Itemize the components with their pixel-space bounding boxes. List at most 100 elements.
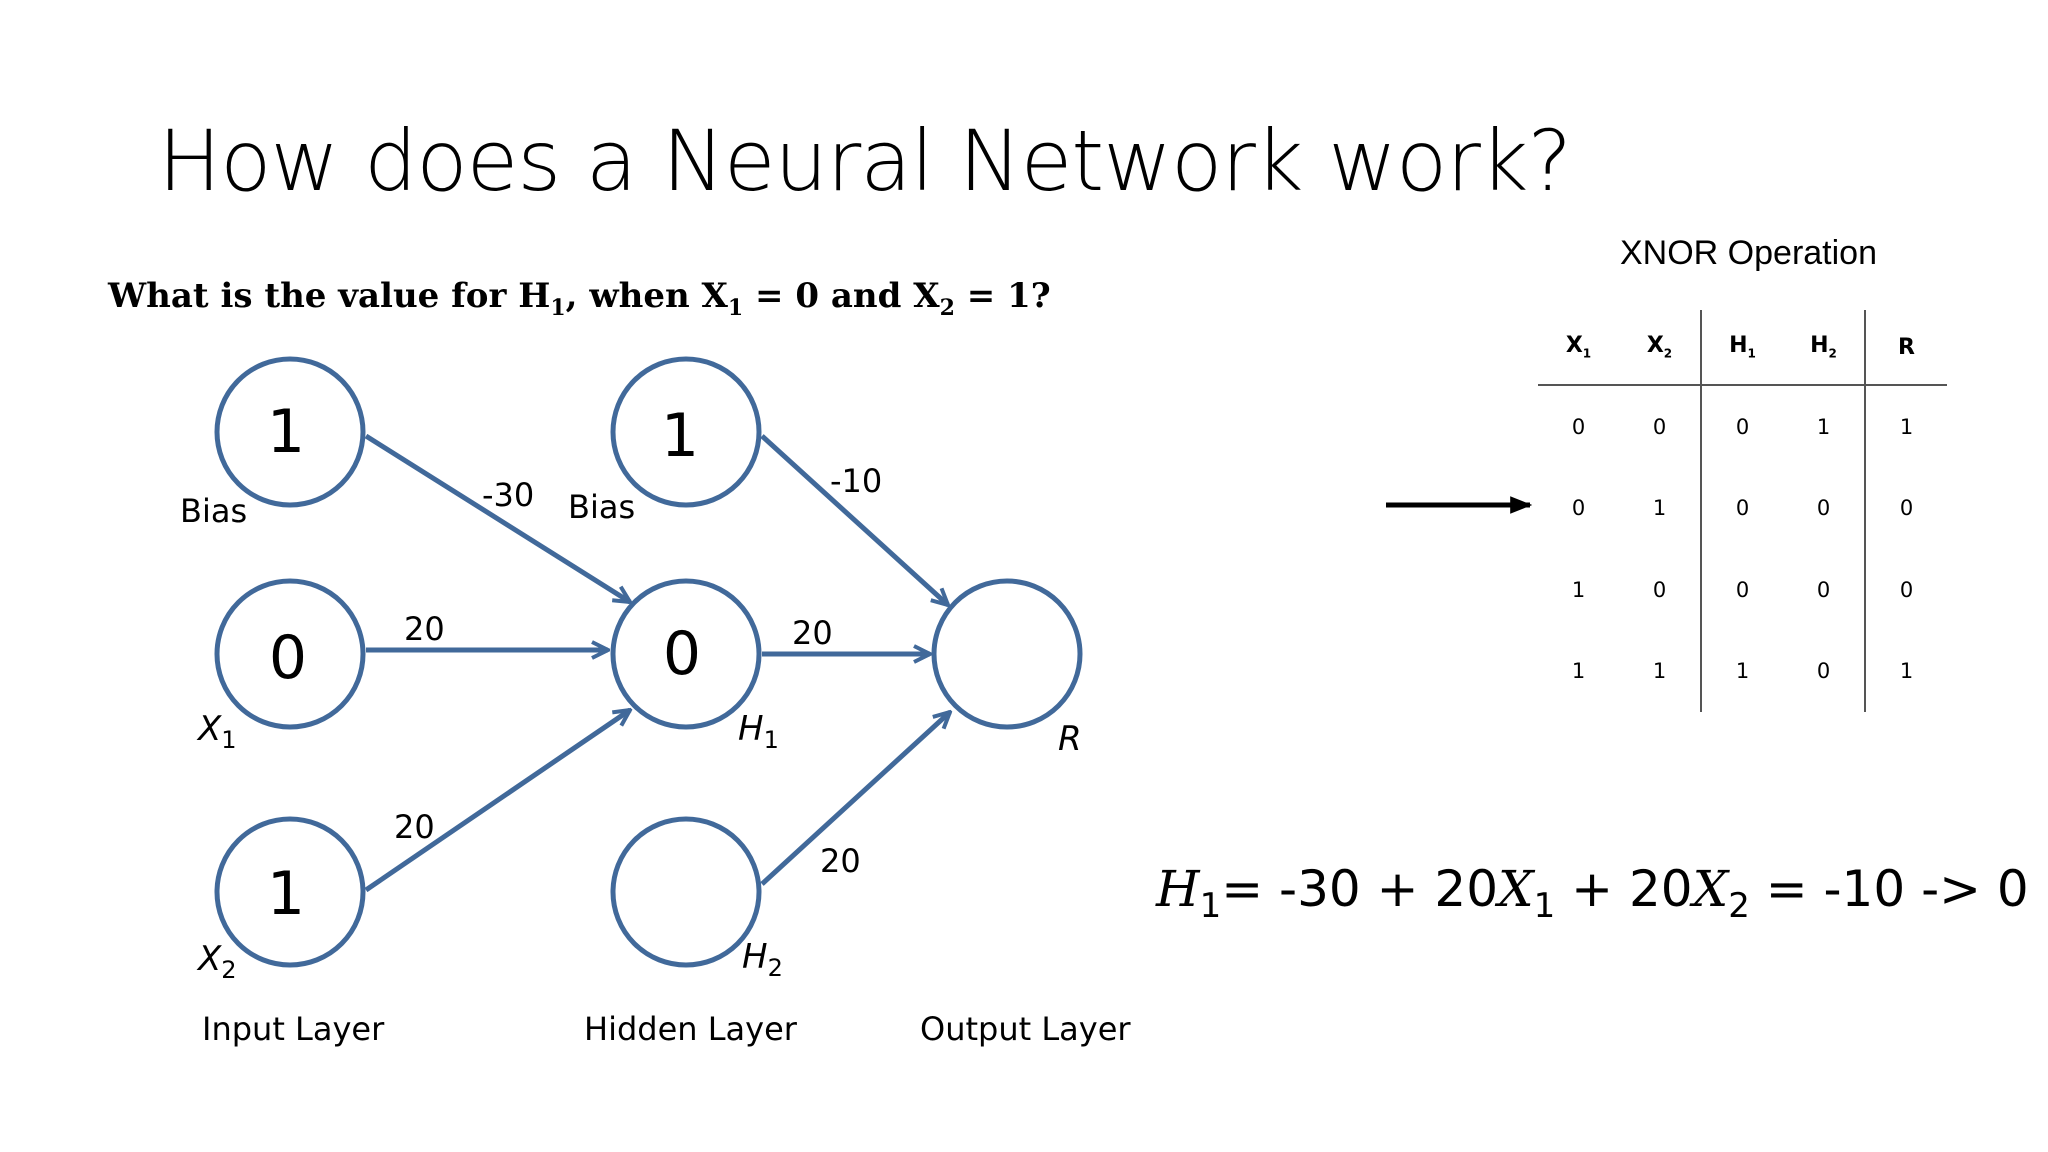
xnor-header-h2-name: H: [1810, 333, 1829, 359]
weight-h2-to-r: 20: [820, 842, 861, 880]
table-cell: 0: [1652, 577, 1667, 602]
edge-bias-to-h1: [364, 433, 630, 602]
xnor-header-x2-name: X: [1646, 333, 1664, 359]
label-x2-sub: 2: [221, 956, 236, 984]
label-x1-var: X: [196, 709, 222, 749]
table-cell: 0: [1783, 630, 1866, 712]
table-cell: 0: [1783, 467, 1866, 549]
label-h1: H1: [738, 709, 779, 754]
node-x1: [214, 578, 366, 730]
node-h2: [610, 816, 762, 968]
label-x1: X1: [196, 709, 237, 754]
label-h2-var: H: [742, 937, 768, 977]
xnor-header-h1-sub: 1: [1747, 346, 1756, 361]
question-mid1: , when X: [565, 276, 728, 316]
xnor-header-x1-name: X: [1565, 333, 1583, 359]
question-h-sub: 1: [550, 294, 566, 321]
label-h1-var: H: [738, 709, 764, 749]
table-cell: 0: [1700, 467, 1783, 549]
formula-result: = -10 -> 0: [1749, 860, 2029, 918]
node-x2-value: 1: [267, 859, 305, 929]
question-x1-sub: 1: [727, 294, 744, 321]
formula-v2-sub: 2: [1728, 886, 1750, 926]
formula-v1: X: [1498, 860, 1534, 918]
label-h2: H2: [742, 937, 783, 982]
table-cell: 1: [1571, 659, 1586, 684]
question-suffix: = 1?: [954, 276, 1051, 316]
table-cell: 0: [1783, 549, 1866, 631]
weight-bias-to-h1: -30: [482, 476, 534, 514]
weight-h1-to-r: 20: [792, 614, 833, 652]
node-hidden-bias-value: 1: [661, 401, 699, 471]
xnor-title: XNOR Operation: [1620, 234, 1877, 272]
xnor-header-row: X1 X2 H1 H2 R: [1538, 310, 1947, 386]
layer-label-output: Output Layer: [920, 1010, 1131, 1048]
node-h1: [610, 578, 762, 730]
xnor-header-r-name: R: [1898, 334, 1915, 360]
node-r: [931, 578, 1083, 730]
table-cell: 1: [1652, 496, 1667, 521]
table-row: 1 1 1 0 1: [1538, 630, 1947, 712]
question-text: What is the value for H1, when X1 = 0 an…: [108, 276, 1051, 321]
formula-part2: + 20: [1555, 860, 1693, 918]
table-cell: 0: [1700, 549, 1783, 631]
question-x2-sub: 2: [939, 294, 955, 321]
layer-label-input: Input Layer: [202, 1010, 385, 1048]
edge-hbias-to-r: [760, 434, 948, 605]
table-cell: 1: [1700, 630, 1783, 712]
xnor-header-h1: H1: [1700, 310, 1783, 386]
weight-x2-to-h1: 20: [394, 808, 435, 846]
table-row: 1 0 0 0 0: [1538, 549, 1947, 631]
question-prefix: What is the value for H: [108, 276, 551, 316]
xnor-header-x2: X2: [1619, 310, 1701, 386]
node-h1-value: 0: [663, 619, 701, 689]
label-x2: X2: [196, 939, 237, 984]
formula-lhs-sub: 1: [1199, 886, 1222, 926]
table-row-highlighted: 0 1 0 0 0: [1538, 467, 1947, 549]
table-cell: 1: [1652, 659, 1667, 684]
node-input-bias: [214, 356, 366, 508]
slide-title: How does a Neural Network work?: [158, 112, 1572, 210]
xnor-header-h2-sub: 2: [1828, 346, 1837, 361]
formula-v2: X: [1692, 860, 1729, 918]
label-x2-var: X: [196, 939, 222, 979]
xnor-header-x1: X1: [1538, 310, 1619, 386]
label-h2-sub: 2: [768, 954, 783, 982]
table-cell: 0: [1652, 414, 1667, 439]
edge-h2-to-r: [760, 712, 950, 886]
xnor-header-r: R: [1865, 310, 1947, 386]
formula-lhs: H: [1156, 860, 1200, 918]
table-cell: 1: [1571, 577, 1586, 602]
label-input-bias: Bias: [180, 492, 247, 530]
edge-x2-to-h1: [364, 710, 630, 893]
question-mid2: = 0 and X: [743, 276, 940, 316]
xnor-table: X1 X2 H1 H2 R 0 0 0 1 1 0 1 0 0 0: [1538, 310, 1947, 712]
label-h1-sub: 1: [764, 726, 779, 754]
table-cell: 1: [1899, 414, 1914, 439]
h1-formula: H1= -30 + 20X1 + 20X2 = -10 -> 0: [1156, 860, 2029, 926]
table-cell: 0: [1571, 414, 1586, 439]
network-edges: [364, 433, 950, 893]
network-nodes: [214, 356, 1083, 968]
table-cell: 0: [1571, 496, 1586, 521]
label-hidden-bias: Bias: [568, 488, 635, 526]
label-x1-sub: 1: [221, 726, 236, 754]
table-row: 0 0 0 1 1: [1538, 385, 1947, 468]
table-cell: 0: [1899, 577, 1914, 602]
node-hidden-bias: [610, 356, 762, 508]
xnor-header-x1-sub: 1: [1582, 346, 1592, 361]
label-r: R: [1058, 719, 1082, 759]
xnor-header-h2: H2: [1783, 310, 1866, 386]
table-cell: 0: [1700, 385, 1783, 468]
table-cell: 1: [1783, 385, 1866, 468]
layer-label-hidden: Hidden Layer: [584, 1010, 798, 1048]
weight-bias-to-r: -10: [830, 462, 882, 500]
node-input-bias-value: 1: [267, 397, 305, 467]
table-cell: 0: [1899, 496, 1914, 521]
xnor-header-h1-name: H: [1729, 333, 1748, 359]
formula-v1-sub: 1: [1533, 886, 1556, 926]
table-cell: 1: [1899, 659, 1914, 684]
weight-x1-to-h1: 20: [404, 610, 445, 648]
